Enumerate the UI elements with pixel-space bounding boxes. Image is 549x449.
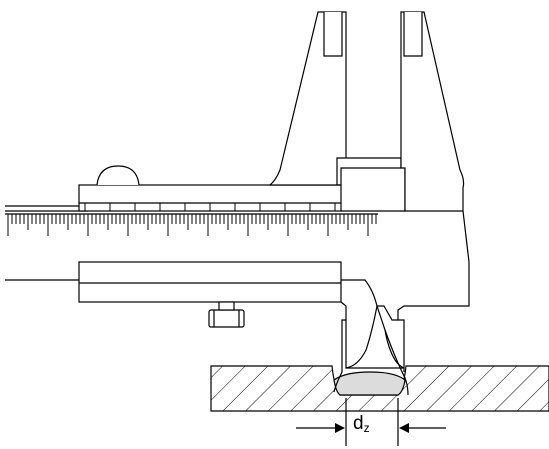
groove [333,371,406,396]
ruler-ticks [7,203,377,236]
jaw-frame [333,210,470,396]
thumb-knob [96,165,140,186]
fixed-jaw [268,11,406,212]
dimension-subscript: z [363,421,370,435]
workpiece [210,365,549,412]
dimension-indicator [296,398,446,446]
moving-jaw [400,11,465,212]
dimension-label: dz [353,413,370,435]
lower-beam [5,261,342,328]
dimension-main: d [353,413,364,434]
